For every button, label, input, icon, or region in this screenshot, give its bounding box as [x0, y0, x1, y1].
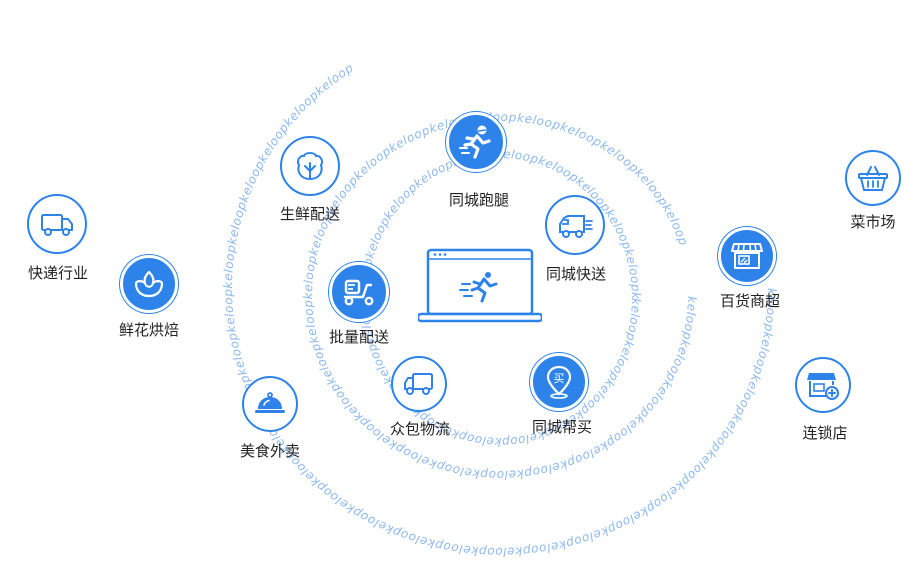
vegetable-icon: [296, 152, 324, 181]
laptop-runner-icon: [416, 248, 544, 323]
node-department-label: 百货商超: [719, 292, 781, 310]
node-chain-label: 连锁店: [802, 424, 848, 442]
node-running-label: 同城跑腿: [448, 191, 510, 209]
truck-icon: [404, 373, 433, 395]
chain-store-icon: [807, 373, 839, 400]
svg-text:买: 买: [554, 372, 565, 385]
center-laptop: [416, 248, 544, 324]
running-courier-icon: [459, 125, 491, 159]
scooter-icon: [343, 279, 374, 306]
basket-icon: [858, 166, 888, 191]
buy-pin-icon: 买: [546, 365, 572, 399]
node-food-label: 美食外卖: [239, 442, 301, 460]
flower-icon: [134, 270, 164, 298]
delivery-truck-icon: [559, 215, 593, 238]
node-buy-label: 同城帮买: [531, 418, 593, 436]
food-cloche-icon: [255, 392, 285, 413]
storefront-icon: [731, 243, 763, 269]
node-batch-label: 批量配送: [328, 328, 390, 346]
node-flower-label: 鲜花烘焙: [118, 321, 180, 339]
node-citydelivery-label: 同城快送: [545, 265, 607, 283]
node-market-label: 菜市场: [850, 213, 896, 231]
node-fresh-label: 生鲜配送: [279, 205, 341, 223]
truck-icon: [41, 214, 73, 236]
node-crowd-label: 众包物流: [389, 420, 451, 438]
node-express-label: 快递行业: [27, 264, 89, 282]
